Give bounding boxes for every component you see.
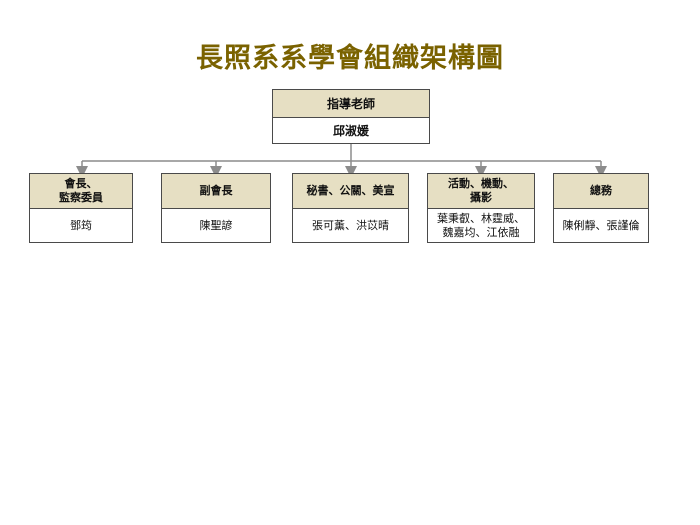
vice-president-box: 副會長 陳聖諺	[161, 173, 271, 243]
activities-name: 葉秉叡、林霆威、 魏嘉均、江依融	[437, 211, 525, 239]
activities-role: 活動、機動、 攝影	[428, 174, 534, 209]
secretary-name: 張可薰、洪苡晴	[312, 218, 389, 232]
vice-president-role: 副會長	[162, 174, 270, 209]
vice-president-name: 陳聖諺	[199, 218, 233, 232]
treasurer-name: 陳俐靜、張謹倫	[562, 218, 640, 232]
secretary-role: 秘書、公關、美宣	[293, 174, 408, 209]
activities-box: 活動、機動、 攝影 葉秉叡、林霆威、 魏嘉均、江依融	[427, 173, 535, 243]
advisor-name: 邱淑媛	[332, 123, 369, 138]
president-role: 會長、 監察委員	[30, 174, 132, 209]
treasurer-box: 總務 陳俐靜、張謹倫	[553, 173, 649, 243]
advisor-box: 指導老師 邱淑媛	[272, 89, 430, 144]
secretary-box: 秘書、公關、美宣 張可薰、洪苡晴	[292, 173, 409, 243]
treasurer-role: 總務	[554, 174, 648, 209]
president-name: 鄧筠	[70, 218, 92, 232]
advisor-role: 指導老師	[273, 90, 429, 118]
president-box: 會長、 監察委員 鄧筠	[29, 173, 133, 243]
chart-title: 長照系系學會組織架構圖	[196, 43, 504, 74]
